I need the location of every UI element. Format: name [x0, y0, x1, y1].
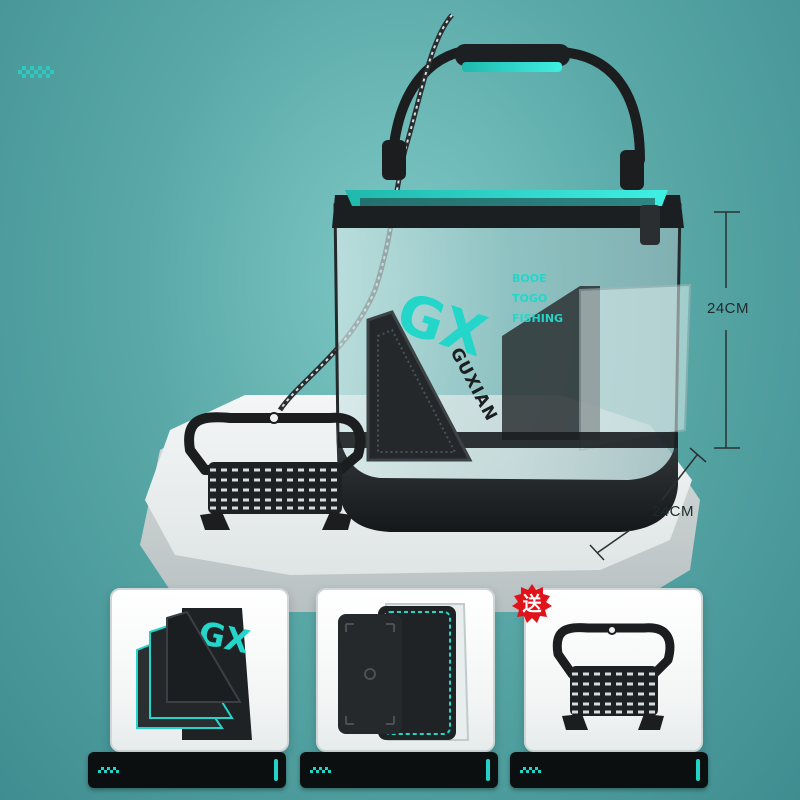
pixel-dots-icon [520, 767, 541, 773]
feature-card-side-panels: GX [110, 588, 289, 752]
side-panel-illustration: GX [136, 608, 253, 740]
pixel-dots-icon [98, 767, 119, 773]
caption-bar-accent [696, 759, 700, 781]
caption-bar-2 [300, 752, 498, 788]
caption-bar-1 [88, 752, 286, 788]
depth-dimension-label: 24CM [652, 503, 695, 520]
height-dimension-label: 24CM [707, 300, 750, 317]
gift-badge-text: 送 [522, 593, 542, 615]
base-pad-illustration [338, 603, 470, 741]
gift-badge: 送 [512, 584, 552, 624]
height-dimension-line [714, 211, 740, 449]
caption-bar-3 [510, 752, 708, 788]
depth-dimension-line [589, 447, 707, 561]
caption-bar-accent [486, 759, 490, 781]
pixel-dots-icon [310, 767, 331, 773]
bucket-slogan-line-1: BOOE [512, 272, 547, 285]
starburst-badge-icon [512, 584, 552, 623]
bucket-slogan-line-2: TOGO [512, 292, 547, 305]
rope-reel-illustration [552, 623, 675, 730]
feature-card-rope-reel [524, 588, 703, 752]
feature-card-base-pads [316, 588, 495, 752]
bucket-slogan-line-3: FISHING [512, 312, 563, 325]
pixel-dots-icon [18, 66, 54, 78]
caption-bar-accent [274, 759, 278, 781]
